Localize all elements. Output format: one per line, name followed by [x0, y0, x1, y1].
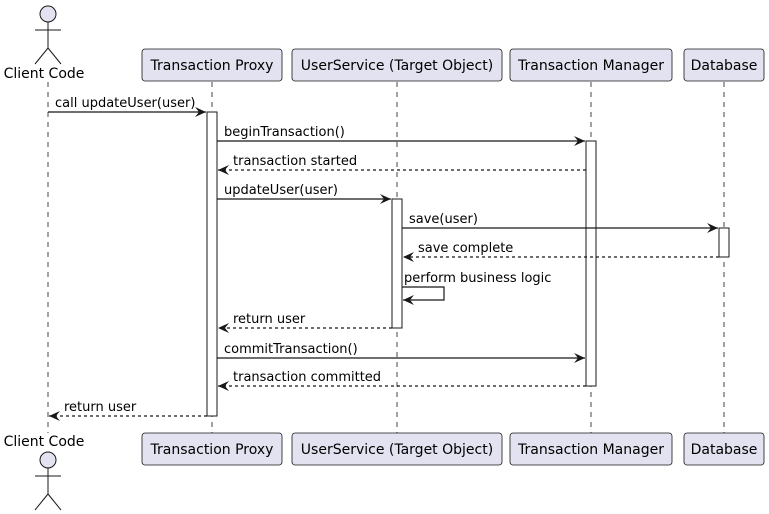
participant-box: [509, 432, 673, 466]
activation-bar-proxy: [206, 111, 218, 417]
participant-label: Transaction Proxy: [150, 58, 274, 74]
message-label: transaction committed: [233, 370, 381, 385]
message-label: save(user): [409, 212, 478, 227]
participant-label: Client Code: [4, 434, 85, 450]
message-label: return user: [233, 312, 306, 327]
participant-box: [141, 48, 283, 82]
participant-label: Client Code: [4, 66, 85, 82]
message-label: updateUser(user): [224, 183, 338, 198]
participant-label: Transaction Manager: [517, 442, 664, 458]
participant-label: Database: [691, 442, 758, 458]
participant-box: [683, 48, 765, 82]
actor-icon: [34, 451, 62, 511]
message-2: beginTransaction(): [217, 125, 585, 146]
message-label: commitTransaction(): [224, 342, 358, 357]
message-11: return user: [49, 400, 207, 421]
message-5: save(user): [402, 212, 718, 233]
message-label: transaction started: [233, 154, 357, 169]
activation-bar-manager: [585, 140, 597, 387]
participant-service-top: UserService (Target Object): [291, 48, 503, 82]
participant-label: UserService (Target Object): [301, 442, 493, 458]
participant-label: Database: [691, 58, 758, 74]
participant-db-bottom: Database: [683, 432, 765, 466]
message-1: call updateUser(user): [48, 96, 206, 117]
message-6: save complete: [403, 241, 719, 262]
participant-client-bottom: Client Code: [4, 434, 85, 511]
participant-proxy-top: Transaction Proxy: [141, 48, 283, 82]
message-label: beginTransaction(): [224, 125, 345, 140]
participant-box: [291, 432, 503, 466]
participant-box: [291, 48, 503, 82]
activation-bar-service: [391, 198, 403, 329]
participant-box: [683, 432, 765, 466]
message-label: save complete: [418, 241, 513, 256]
self-message-arrow: [402, 286, 445, 305]
message-10: transaction committed: [218, 370, 586, 391]
message-4: updateUser(user): [217, 183, 391, 204]
participant-client-top: Client Code: [4, 5, 85, 82]
message-9: commitTransaction(): [217, 342, 585, 363]
participant-db-top: Database: [683, 48, 765, 82]
activation-bar-db: [718, 227, 730, 258]
participant-box: [509, 48, 673, 82]
message-label: perform business logic: [404, 271, 551, 286]
participant-label: UserService (Target Object): [301, 58, 493, 74]
participant-proxy-bottom: Transaction Proxy: [141, 432, 283, 466]
message-label: return user: [64, 400, 137, 415]
message-3: transaction started: [218, 154, 586, 175]
participant-manager-top: Transaction Manager: [509, 48, 673, 82]
participant-manager-bottom: Transaction Manager: [509, 432, 673, 466]
participant-label: Transaction Proxy: [150, 442, 274, 458]
message-label: call updateUser(user): [55, 96, 195, 111]
participant-box: [141, 432, 283, 466]
actor-icon: [34, 5, 62, 65]
message-8: return user: [218, 312, 392, 333]
message-7: perform business logic: [402, 271, 551, 305]
participant-service-bottom: UserService (Target Object): [291, 432, 503, 466]
participant-label: Transaction Manager: [517, 58, 664, 74]
